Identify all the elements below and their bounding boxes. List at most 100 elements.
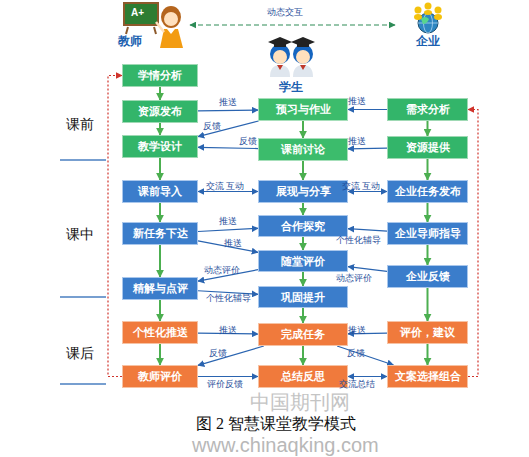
stage-label: 课前	[66, 116, 94, 134]
flow-arrow	[427, 203, 429, 222]
node-text: 总结反思	[281, 370, 325, 383]
edge-label: 交流总结	[339, 379, 375, 389]
flow-arrow	[302, 272, 304, 286]
process-box: 完成任务	[258, 323, 348, 346]
flow-arrow	[159, 344, 161, 365]
process-box: 预习与作业	[258, 98, 348, 121]
edge-label: 评价反馈	[207, 379, 243, 389]
node-text: 资源提供	[406, 141, 450, 154]
watermark: www.chinaqking.com	[192, 434, 379, 457]
flow-arrow	[348, 376, 387, 377]
student-icon	[291, 37, 315, 47]
student-icon	[270, 44, 290, 64]
flow-arrow	[337, 346, 393, 365]
node-text: 需求分析	[406, 103, 450, 116]
edge-label: 推送	[219, 216, 237, 226]
student-icon	[293, 44, 313, 64]
node-text: 学生	[279, 81, 303, 94]
flow-arrow	[348, 148, 387, 150]
flow-arrow	[198, 110, 258, 112]
teacher-icon	[156, 22, 164, 32]
node-text: 课前导入	[138, 185, 182, 198]
actor-icon: 企业	[395, 2, 461, 48]
flow-arrow	[159, 300, 161, 321]
process-box: 教师评价	[122, 365, 198, 388]
board-text: A+	[131, 7, 144, 18]
teacher-icon	[154, 27, 156, 34]
edge-label: 个性化辅导	[206, 293, 251, 303]
edge-label: 推送	[348, 96, 366, 106]
student-icon	[268, 37, 292, 47]
node-text: 课前讨论	[281, 143, 325, 156]
process-box: 学情分析	[122, 64, 198, 87]
node-text: 企业反馈	[406, 270, 450, 283]
teacher-icon	[126, 27, 128, 34]
node-text: 资源发布	[138, 105, 182, 118]
flow-arrow	[427, 288, 429, 321]
student-icon	[297, 43, 309, 47]
flow-arrow	[198, 376, 258, 377]
process-box: 资源提供	[387, 136, 468, 159]
flow-arrow	[159, 123, 161, 135]
node-text: 巩固提升	[281, 291, 325, 304]
node-text: 预习与作业	[276, 103, 331, 116]
node-text: 学情分析	[138, 69, 182, 82]
node-text: 展现与分享	[276, 185, 331, 198]
student-icon	[277, 65, 283, 70]
edge-label: 推送	[348, 136, 366, 146]
student-icon	[293, 65, 313, 77]
enterprise-icon	[414, 14, 422, 20]
flow-arrow	[302, 161, 304, 180]
process-box: 个性化推送	[122, 321, 198, 344]
node-text: 教学设计	[138, 140, 182, 153]
node-text: 新任务下达	[133, 227, 188, 240]
student-icon	[274, 43, 286, 47]
enterprise-icon	[418, 23, 438, 24]
stage-separator	[60, 160, 106, 384]
flow-arrow	[468, 110, 478, 377]
process-box: 随堂评价	[258, 250, 348, 272]
node-text: 企业任务发布	[395, 185, 461, 198]
watermark: 中国期刊网	[250, 389, 350, 416]
stage-separator	[60, 296, 106, 298]
student-icon	[273, 50, 287, 64]
flow-arrow	[348, 191, 387, 192]
flow-arrow	[198, 191, 258, 192]
edge-label: 动态评价	[204, 265, 240, 275]
student-icon	[270, 65, 290, 77]
student-icon	[300, 65, 306, 70]
process-box: 课前导入	[122, 180, 198, 203]
node-text: 评价，建议	[400, 326, 455, 339]
enterprise-icon	[434, 14, 442, 20]
process-box: 总结反思	[258, 365, 348, 388]
student-icon	[296, 50, 310, 64]
enterprise-icon	[424, 10, 432, 15]
actor-icon: 教师	[118, 2, 190, 48]
node-text: 个性化推送	[133, 326, 188, 339]
flow-arrow	[302, 308, 304, 323]
edge-label: 推送	[224, 238, 242, 248]
process-box: 新任务下达	[122, 222, 198, 245]
flow-arrow	[190, 24, 395, 25]
enterprise-icon	[425, 3, 432, 10]
process-box: 企业任务发布	[387, 180, 468, 203]
edge-label: 动态评价	[336, 273, 372, 283]
node-text: 教师	[118, 35, 142, 48]
process-box: 资源发布	[122, 100, 198, 123]
flow-arrow	[348, 267, 387, 272]
student-icon	[268, 37, 315, 77]
flow-arrow	[427, 121, 429, 136]
enterprise-icon	[415, 7, 422, 14]
flow-arrow	[302, 346, 304, 365]
process-box: 文案选择组合	[387, 365, 468, 388]
edge-label: 个性化辅导	[336, 235, 381, 245]
edge-label: 反馈	[239, 136, 257, 146]
actor-icon: 学生	[262, 28, 320, 94]
teacher-icon	[164, 12, 178, 26]
flow-arrow	[198, 346, 264, 365]
stage-separator	[60, 383, 106, 385]
flow-arrow	[348, 109, 387, 110]
enterprise-icon	[421, 17, 429, 24]
flow-arrow	[348, 229, 387, 231]
